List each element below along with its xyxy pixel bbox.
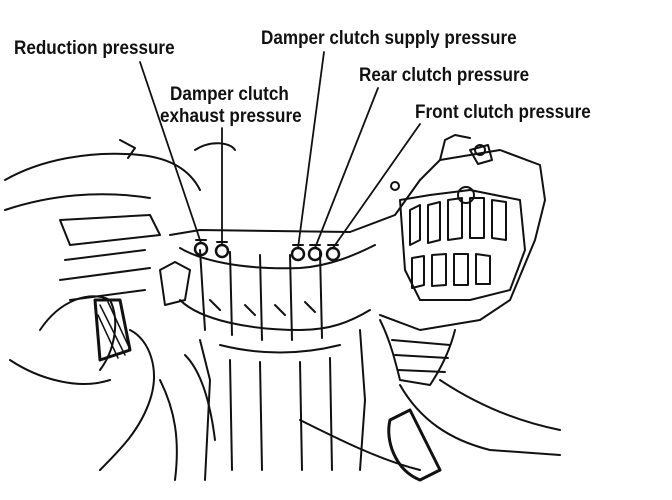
label-damper-clutch-exhaust-line1: Damper clutch [170,84,289,105]
label-damper-clutch-supply-pressure: Damper clutch supply pressure [261,28,517,49]
engine-bay-outline [4,139,236,481]
driveshaft [299,319,561,482]
leader-lines [139,51,421,249]
damper-exhaust-port [214,243,230,259]
reduction-leader [139,61,202,244]
transmission-housing [159,149,546,481]
label-damper-clutch-exhaust-line2: exhaust pressure [160,106,302,127]
damper-supply-port [290,246,306,262]
damper-supply-leader [297,51,325,249]
front-clutch-port [325,246,341,262]
front-clutch-leader [332,123,421,249]
label-reduction-pressure: Reduction pressure [14,38,175,59]
label-rear-clutch-pressure: Rear clutch pressure [359,65,530,86]
label-front-clutch-pressure: Front clutch pressure [415,102,591,123]
rear-clutch-leader [314,87,379,249]
ribbed-case [390,134,526,301]
